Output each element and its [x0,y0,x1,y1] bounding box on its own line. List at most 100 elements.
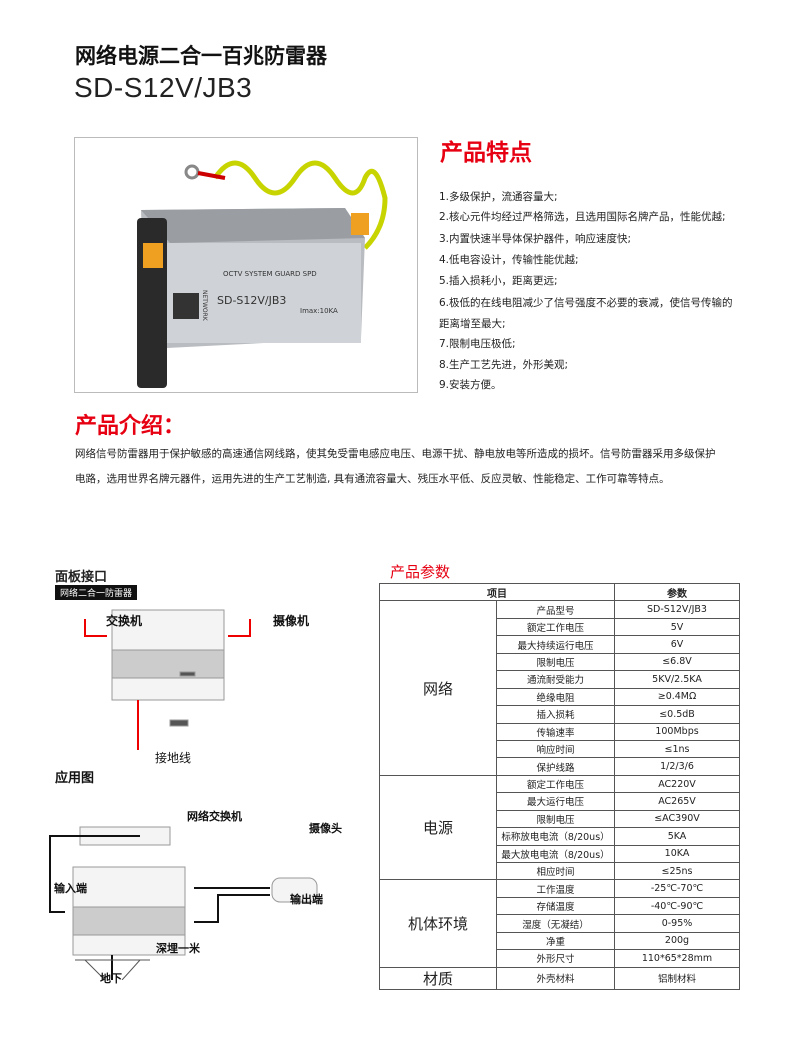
cell-item: 保护线路 [496,757,615,776]
cell-item: 产品型号 [496,600,615,619]
table-row: 插入损耗≤0.5dB [380,705,740,724]
cell-value: AC220V [614,774,740,794]
product-model: SD-S12V/JB3 [74,72,253,103]
cell-item: 相应时间 [496,861,615,881]
header-item: 项目 [379,582,615,602]
feature-item: 4.低电容设计，传输性能优越; [439,254,579,266]
cell-value: ≤0.5dB [614,705,740,724]
cell-value: 5KV/2.5KA [614,670,740,689]
cell-value: AC265V [614,792,740,811]
cell-item: 工作温度 [496,879,615,898]
cell-value: 铝制材料 [614,966,740,990]
cell-value: 10KA [614,844,740,864]
label-underground: 地下 [100,972,122,985]
feature-item: 5.插入损耗小，距离更远; [439,275,558,287]
cell-item: 限制电压 [496,652,615,672]
cell-item: 额定工作电压 [496,774,615,794]
cell-value: 100Mbps [614,722,740,741]
cell-item: 限制电压 [496,809,615,829]
feature-item: 3.内置快速半导体保护器件，响应速度快; [439,233,632,245]
table-row: 材质外壳材料铝制材料 [379,966,740,990]
label-imax: Imax:10KA [300,307,338,315]
cell-item: 最大持续运行电压 [496,635,615,654]
port-label: NETWORK [201,290,208,322]
cell-value: -40℃-90℃ [614,896,740,916]
cell-item: 标称放电电流（8/20us） [496,827,615,846]
panel-heading: 面板接口 [55,570,108,585]
table-row: 相应时间≤25ns [380,861,740,881]
network-port-icon [173,293,199,319]
cell-value: ≤6.8V [614,652,740,672]
cell-item: 插入损耗 [496,705,615,724]
cell-item: 响应时间 [496,739,615,759]
cell-value: 5KA [614,827,740,846]
label-text: OCTV SYSTEM GUARD SPD [223,270,317,278]
cell-item: 外形尺寸 [496,949,615,968]
cell-value: -25℃-70℃ [614,879,740,898]
feature-item: 8.生产工艺先进，外形美观; [439,359,569,371]
cell-item: 最大运行电压 [496,792,615,811]
cell-item: 额定工作电压 [496,617,615,637]
cell-value: ≤1ns [614,739,740,759]
ground-wire-icon [212,160,388,250]
group-name: 机体环境 [379,879,497,968]
intro-text: 电路，选用世界名牌元器件，运用先进的生产工艺制造, 具有通流容量大、残压水平低、… [75,473,670,485]
cell-item: 净重 [496,931,615,951]
table-header-row: 项目 参数 [379,582,740,602]
feature-item: 1.多级保护，流通容量大; [439,191,558,203]
cell-item: 通流耐受能力 [496,670,615,689]
cell-item: 外壳材料 [496,966,615,990]
group-name: 网络 [379,600,497,776]
cell-value: 0-95% [614,914,740,933]
label-camera-head: 摄像头 [309,822,342,835]
group-name: 材质 [379,966,497,990]
feature-item: 7.限制电压极低; [439,338,516,350]
cell-value: 200g [614,931,740,951]
table-row: 最大放电电流（8/20us）10KA [380,844,740,864]
label-model: SD-S12V/JB3 [217,294,286,307]
cell-value: SD-S12V/JB3 [614,600,740,619]
table-row: 限制电压≤6.8V [380,652,740,672]
cell-value: 6V [614,635,740,654]
cell-item: 传输速率 [496,722,615,741]
cell-value: ≤AC390V [614,809,740,829]
features-heading: 产品特点 [440,140,532,166]
table-row: 限制电压≤AC390V [380,809,740,829]
cell-value: 5V [614,617,740,637]
table-row: 湿度（无凝结）0-95% [380,914,740,933]
panel-tag: 网络二合一防雷器 [55,585,138,600]
cell-value: ≥0.4MΩ [614,687,740,707]
label-camera: 摄像机 [273,614,310,628]
label-ground: 接地线 [155,751,192,765]
feature-item: 2.核心元件均经过严格筛选，且选用国际名牌产品，性能优越; [439,211,726,223]
product-title: 网络电源二合一百兆防雷器 [75,44,327,68]
feature-item: 6.极低的在线电阻减少了信号强度不必要的衰减，使信号传输的 [439,297,733,309]
header-value: 参数 [614,582,740,602]
label-switch: 交换机 [106,614,143,628]
params-heading: 产品参数 [390,563,451,581]
product-photo: NETWORK OCTV SYSTEM GUARD SPD SD-S12V/JB… [74,137,418,393]
label-depth: 深埋一米 [156,942,200,955]
intro-text: 网络信号防雷器用于保护敏感的高速通信网线路，使其免受雷电感应电压、电源干扰、静电… [75,448,716,460]
diagrams-illustration [49,609,318,980]
cell-item: 绝缘电阻 [496,687,615,707]
cell-item: 最大放电电流（8/20us） [496,844,615,864]
table-row: 响应时间≤1ns [380,739,740,759]
intro-heading: 产品介绍： [75,414,186,439]
cell-item: 湿度（无凝结） [496,914,615,933]
table-row: 机体环境工作温度-25℃-70℃ [379,879,740,968]
cell-value: 110*65*28mm [614,949,740,968]
feature-item: 9.安装方便。 [439,379,502,391]
cell-value: ≤25ns [614,861,740,881]
label-network-switch: 网络交换机 [187,810,242,823]
cell-value: 1/2/3/6 [614,757,740,776]
